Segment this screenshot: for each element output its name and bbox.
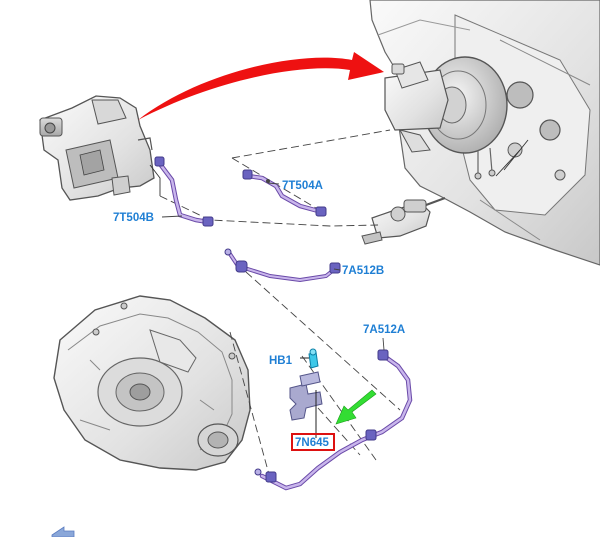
- clutch-master-cylinder: [361, 197, 446, 245]
- hose-7t504a: [242, 169, 327, 217]
- highlight-box: [291, 433, 335, 451]
- leader-lines: [159, 129, 401, 479]
- callout-hb1[interactable]: HB1: [269, 355, 293, 367]
- callout-labels: 7T504B 7T504A 7A512B 7A512A HB1 7N645: [113, 180, 405, 451]
- callout-7t504b[interactable]: 7T504B: [113, 212, 154, 224]
- pipe-7a512a: [254, 349, 413, 491]
- back-arrow-icon[interactable]: [51, 526, 75, 537]
- callout-7n645[interactable]: 7N645: [295, 437, 329, 449]
- callout-7a512b[interactable]: 7A512B: [342, 265, 384, 277]
- pipe-7a512b: [224, 248, 341, 283]
- green-pointer-arrow: [335, 389, 377, 425]
- hydraulic-module: [39, 95, 155, 201]
- callout-7a512a[interactable]: 7A512A: [363, 324, 405, 336]
- bracket-7n645: [289, 371, 323, 438]
- label-ticks: [161, 182, 385, 351]
- red-curved-arrow: [138, 52, 384, 120]
- callout-7t504a[interactable]: 7T504A: [282, 180, 323, 192]
- transmission-housing: [53, 295, 251, 471]
- brake-booster-assembly: [384, 56, 508, 180]
- hose-7t504b: [154, 156, 214, 227]
- clip-hb1: [300, 348, 319, 369]
